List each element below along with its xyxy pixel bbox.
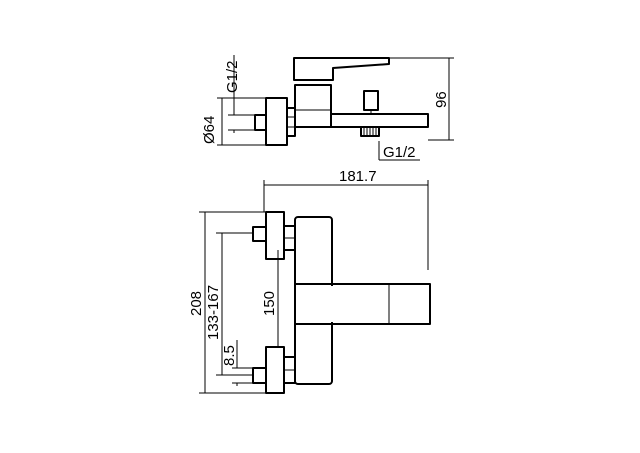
- dim-thread-bottom-label: G1/2: [383, 144, 416, 161]
- front-view: [199, 180, 431, 394]
- dim-center-distance-label: 150: [261, 291, 278, 316]
- side-view-inlet-thread: [254, 114, 267, 131]
- front-view-body: [294, 216, 333, 385]
- front-view-top-flange: [265, 211, 285, 260]
- dim-diameter-label: Ø64: [201, 116, 218, 144]
- dim-width-label: 181.7: [339, 168, 377, 185]
- side-view-wall-flange: [265, 97, 288, 146]
- side-view-spout: [330, 113, 429, 128]
- front-view-top-inlet: [252, 226, 267, 242]
- side-view: [217, 55, 454, 161]
- dim-center-range-label: 133-167: [205, 285, 222, 340]
- side-view-connector-nut: [286, 107, 296, 137]
- dim-total-height-label: 208: [188, 291, 205, 316]
- dim-thread-top-label: G1/2: [224, 60, 241, 93]
- front-view-dimension-lines: [199, 180, 429, 394]
- side-view-dimension-lines: [217, 55, 454, 161]
- side-view-handle: [293, 57, 390, 81]
- side-view-diverter-knob: [363, 90, 379, 111]
- front-view-bottom-inlet: [252, 367, 267, 384]
- front-view-spout: [294, 283, 431, 325]
- front-view-bottom-flange: [265, 346, 285, 394]
- side-view-body: [294, 84, 332, 128]
- dim-height-side-label: 96: [433, 91, 450, 108]
- dim-offset-label: 8.5: [221, 345, 238, 366]
